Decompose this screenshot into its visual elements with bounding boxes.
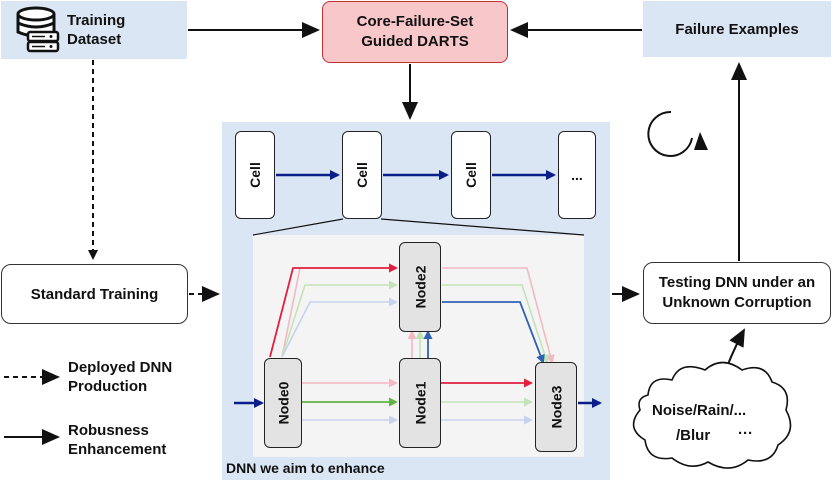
legend-dashed-label: Deployed DNN Production xyxy=(68,359,173,395)
testing-dnn-label: Testing DNN under an Unknown Corruption xyxy=(658,274,816,311)
node3-box: Node3 xyxy=(535,362,577,452)
standard-training-label: Standard Training xyxy=(30,285,159,303)
cell-box-2: Cell xyxy=(342,131,382,219)
node1-label: Node1 xyxy=(412,381,429,425)
cell-box-3: Cell xyxy=(451,131,491,219)
node2-box: Node2 xyxy=(399,242,441,332)
node3-label: Node3 xyxy=(548,385,565,429)
corruption-cloud-shape xyxy=(632,361,792,469)
node1-box: Node1 xyxy=(399,358,441,448)
testing-dnn-box: Testing DNN under an Unknown Corruption xyxy=(643,262,831,324)
training-dataset-label: Training Dataset xyxy=(67,12,126,48)
dnn-caption: DNN we aim to enhance xyxy=(226,460,385,476)
database-icon xyxy=(14,6,60,54)
cloud-line-2: /Blur xyxy=(676,427,711,444)
cell-box-1: Cell xyxy=(235,131,275,219)
legend-solid-label: Robusness Enhancement xyxy=(68,422,167,458)
cell-label-more: ... xyxy=(571,167,583,183)
cell-box-more: ... xyxy=(558,131,596,219)
node0-box: Node0 xyxy=(264,358,302,448)
cloud-line-3: ··· xyxy=(738,425,753,442)
node0-label: Node0 xyxy=(275,381,292,425)
cfs-darts-label: Core-Failure-Set Guided DARTS xyxy=(356,13,474,50)
node2-label: Node2 xyxy=(412,265,429,309)
failure-examples-box: Failure Examples xyxy=(643,1,831,57)
standard-training-box: Standard Training xyxy=(1,264,188,324)
loop-arrow-icon xyxy=(647,110,708,157)
cfs-darts-box: Core-Failure-Set Guided DARTS xyxy=(322,1,508,63)
cloud-line-1: Noise/Rain/... xyxy=(652,402,747,419)
failure-examples-label: Failure Examples xyxy=(675,20,799,38)
